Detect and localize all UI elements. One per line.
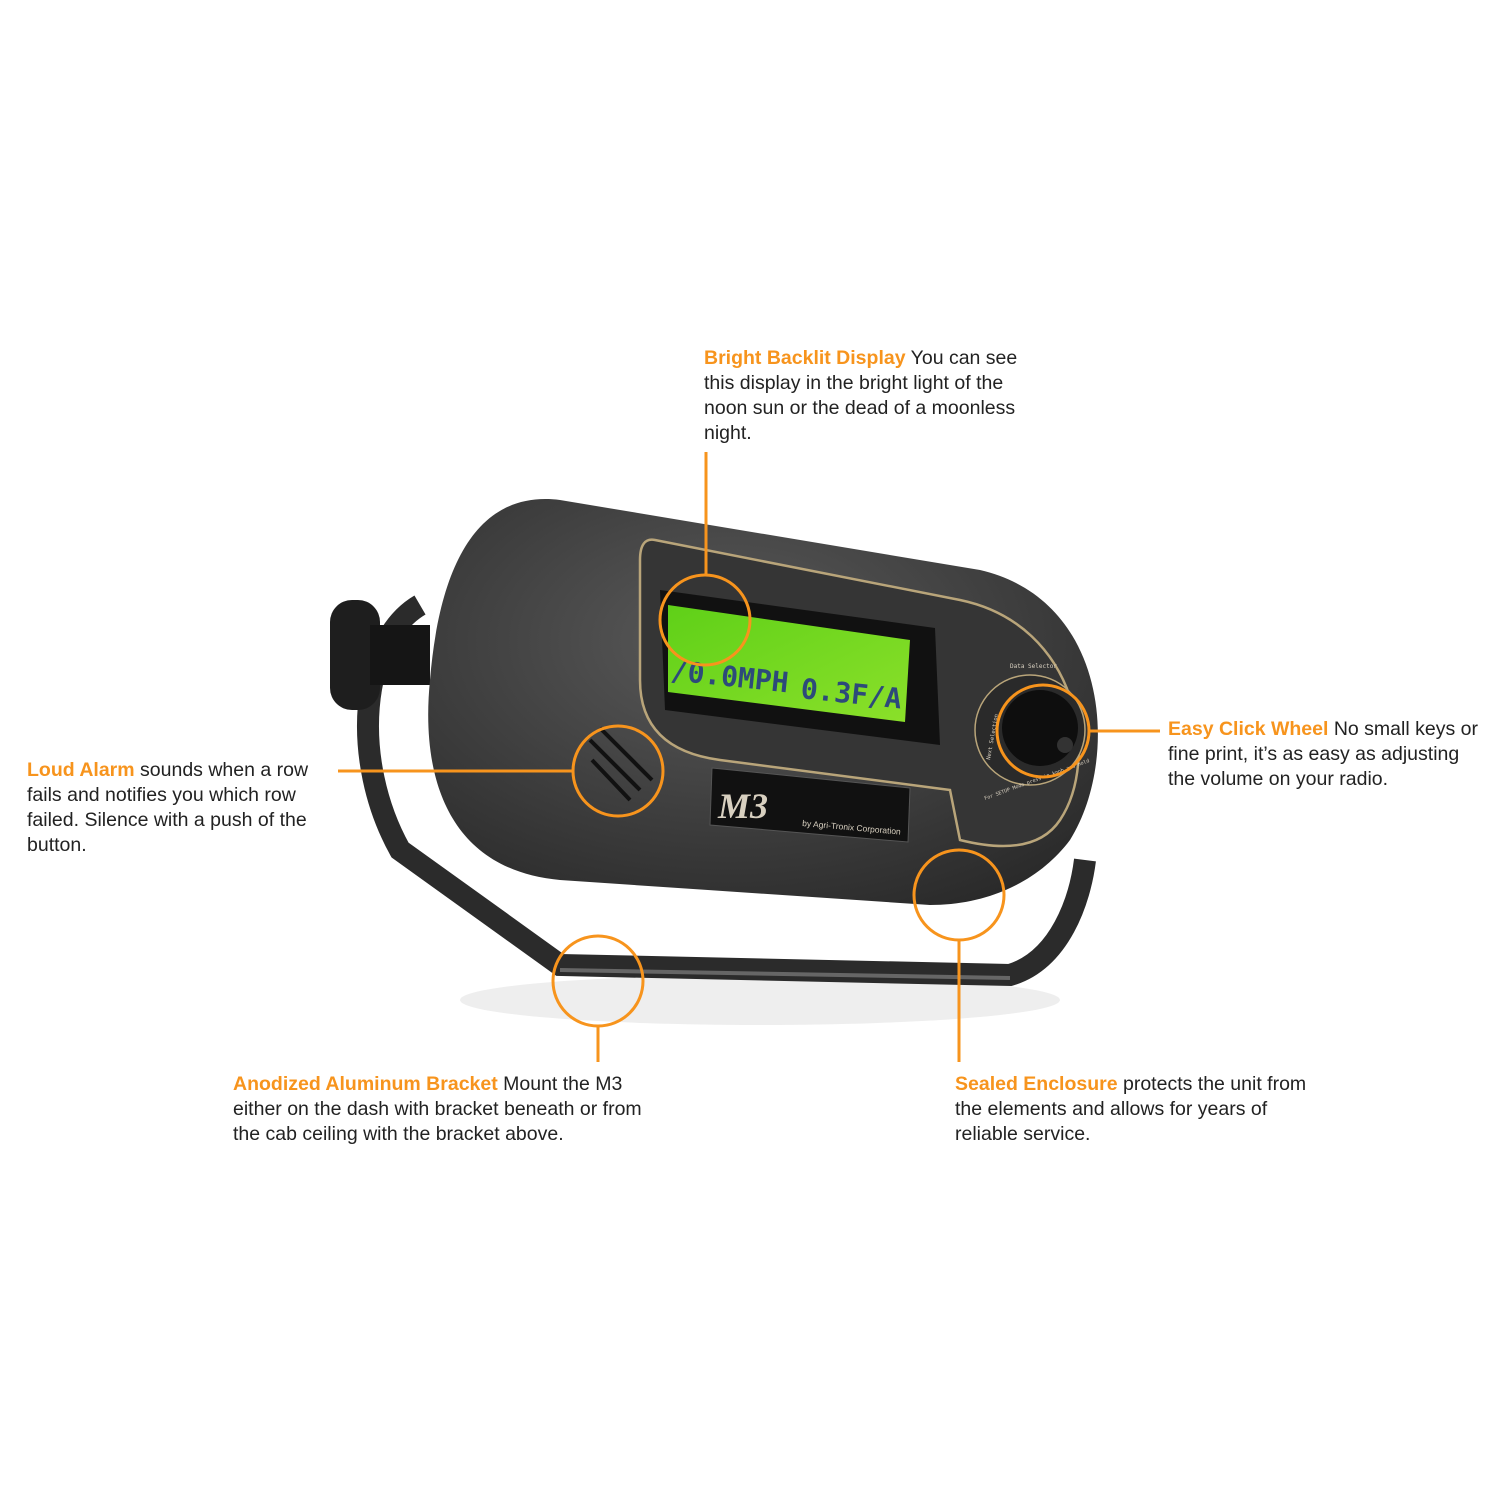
callout-title: Bright Backlit Display bbox=[704, 347, 906, 369]
callout-text: You can see this display in the bright l… bbox=[704, 347, 1018, 444]
click-wheel-knob bbox=[1002, 690, 1078, 766]
callout-bracket: Anodized Aluminum Bracket Mount the M3 e… bbox=[233, 1072, 673, 1147]
mounting-knob bbox=[330, 600, 430, 710]
lcd-screen bbox=[668, 605, 910, 722]
bracket-edge bbox=[559, 968, 1011, 980]
callout-alarm: Loud Alarm sounds when a row fails and n… bbox=[27, 758, 337, 858]
callout-text: No small keys or fine print, it’s as eas… bbox=[1168, 718, 1478, 790]
knob-dimple bbox=[1057, 737, 1073, 753]
speaker-grille bbox=[588, 726, 654, 802]
callout-title: Anodized Aluminum Bracket bbox=[233, 1073, 498, 1095]
callout-text: Mount the M3 either on the dash with bra… bbox=[233, 1073, 642, 1145]
callout-text: sounds when a row fails and notifies you… bbox=[27, 759, 309, 856]
shadow bbox=[460, 975, 1060, 1025]
logo-plate bbox=[709, 767, 911, 843]
logo: M3 bbox=[717, 786, 768, 826]
callout-enclosure: Sealed Enclosure protects the unit from … bbox=[955, 1072, 1325, 1147]
callout-display: Bright Backlit Display You can see this … bbox=[704, 346, 1049, 446]
callout-title: Easy Click Wheel bbox=[1168, 718, 1329, 740]
knob-top-label: Data Selector bbox=[1010, 663, 1057, 670]
callout-text: protects the unit from the elements and … bbox=[955, 1073, 1307, 1145]
callout-title: Sealed Enclosure bbox=[955, 1073, 1118, 1095]
callout-title: Loud Alarm bbox=[27, 759, 135, 781]
callout-wheel: Easy Click Wheel No small keys or fine p… bbox=[1168, 717, 1483, 792]
